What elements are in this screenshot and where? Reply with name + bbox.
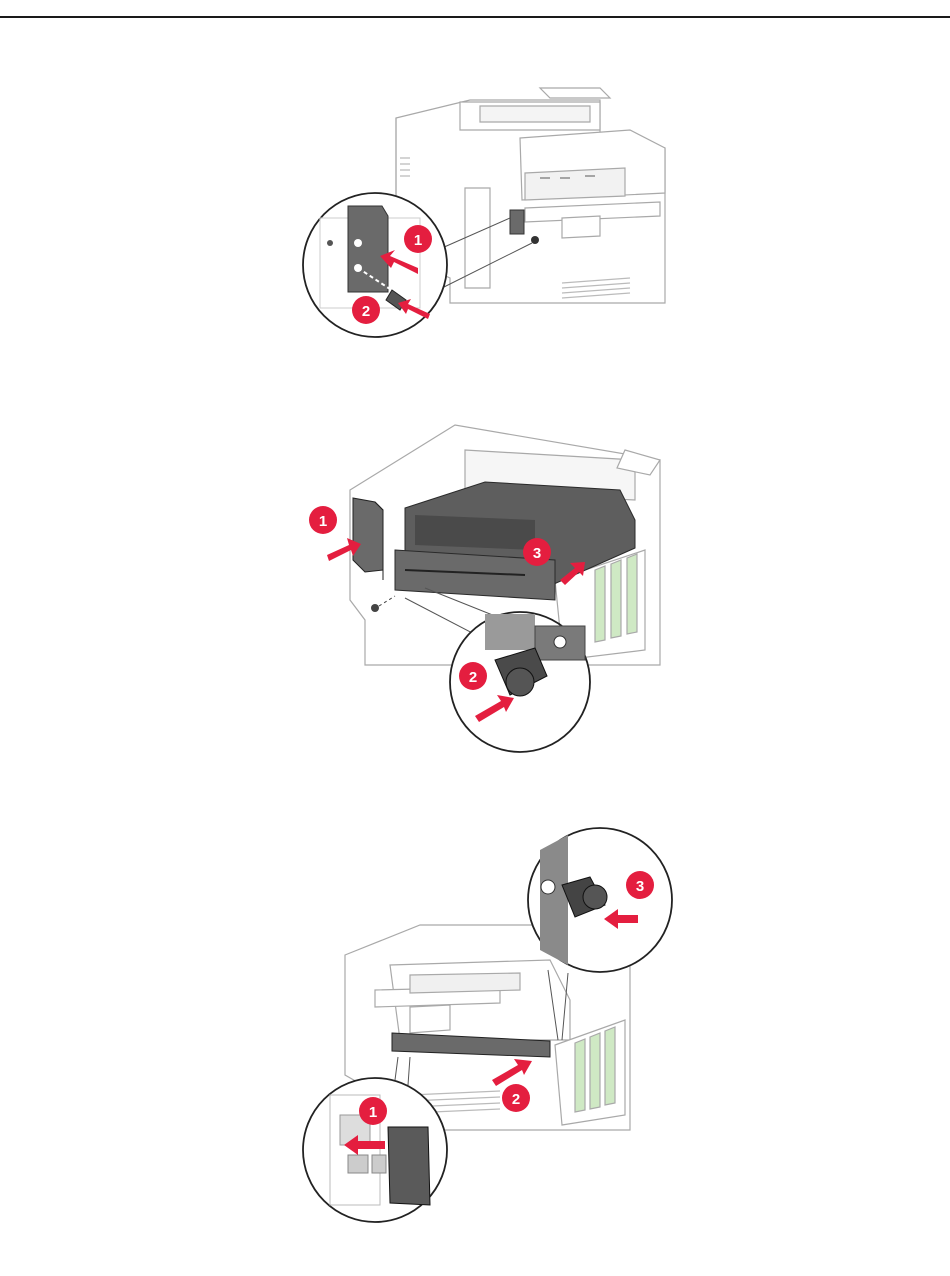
figure-1-illustration: 1 2	[300, 78, 680, 348]
callout-3: 3	[626, 871, 654, 899]
callout-2: 2	[352, 296, 380, 324]
callout-1: 1	[359, 1097, 387, 1125]
figure-2-illustration: 1 2 3	[305, 420, 675, 755]
callout-1: 1	[404, 225, 432, 253]
svg-text:3: 3	[533, 545, 541, 562]
svg-text:2: 2	[362, 303, 370, 320]
svg-text:3: 3	[636, 878, 644, 895]
figure-3-attach-sleeve: 1 2 3	[300, 825, 680, 1225]
figure-1-install-bracket: 1 2	[300, 78, 680, 348]
figure-3-illustration: 1 2 3	[300, 825, 680, 1225]
svg-text:2: 2	[469, 669, 477, 686]
callout-3: 3	[523, 538, 551, 566]
callout-2: 2	[502, 1084, 530, 1112]
figure-2-attach-cover: 1 2 3	[305, 420, 675, 755]
header-rule	[0, 16, 950, 18]
callout-2: 2	[459, 662, 487, 690]
callout-1: 1	[309, 506, 337, 534]
svg-text:2: 2	[512, 1091, 520, 1108]
svg-text:1: 1	[369, 1104, 377, 1121]
svg-text:1: 1	[414, 232, 422, 249]
svg-text:1: 1	[319, 513, 327, 530]
